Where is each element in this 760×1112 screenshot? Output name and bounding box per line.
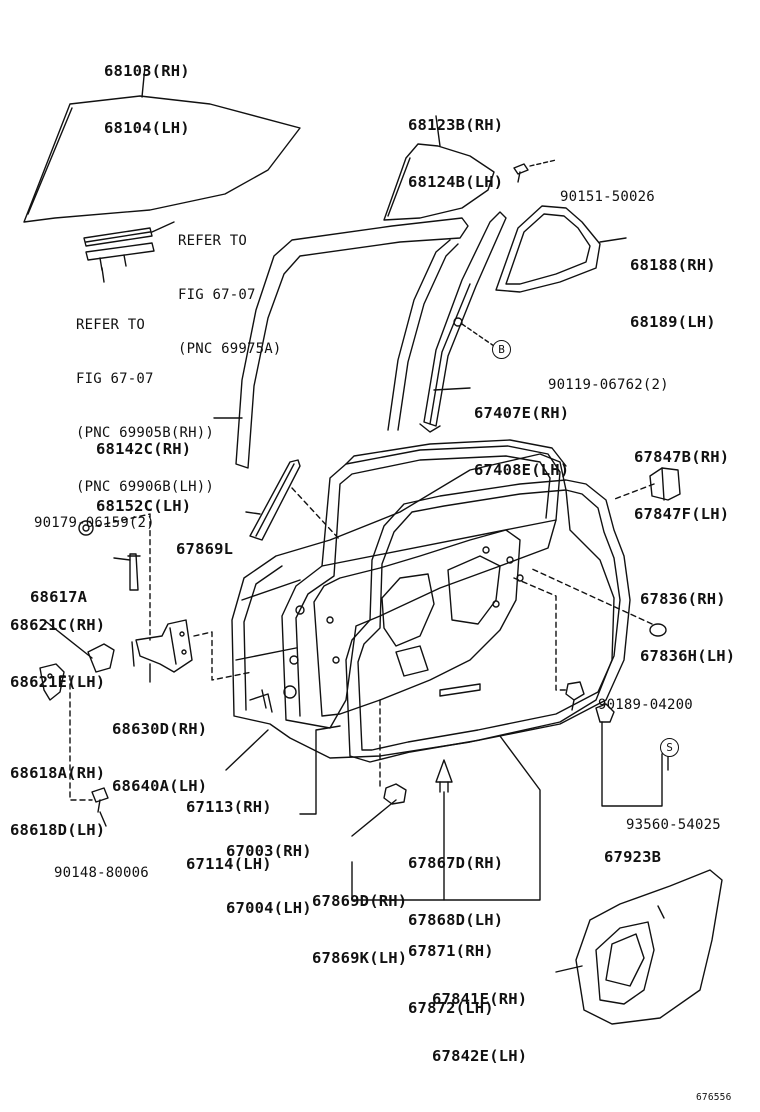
- service-hole-cover-part: [575, 869, 723, 1025]
- leader-division-bar: [433, 387, 471, 391]
- door-beam: [321, 519, 557, 567]
- bolt-marker-b: B: [492, 340, 511, 359]
- quarter-glass: [383, 143, 495, 221]
- inner-panel: [283, 529, 524, 717]
- leader-67923b: [601, 721, 663, 807]
- label-screw-90189: 90189-04200: [598, 697, 693, 713]
- leader-bumper: [611, 483, 655, 501]
- label-weatherstrip-inner: 67113(RH) 67114(LH): [186, 798, 272, 873]
- leader-90189: [513, 577, 569, 691]
- clip-67867d-part: [435, 759, 453, 793]
- division-bar: [419, 211, 507, 433]
- label-run-channel: 68142C(RH) 68152C(LH): [96, 440, 192, 515]
- label-seal-s: 93560-54025: [626, 817, 721, 833]
- leader-67869d: [351, 799, 397, 837]
- label-67867d: 67867D(RH) 67868D(LH): [408, 854, 504, 929]
- leader-refer-a: [151, 221, 175, 233]
- label-cover: 68621C(RH) 68621E(LH): [10, 616, 106, 691]
- bolt-bottom-part: [91, 787, 109, 813]
- figure-id: 676556: [696, 1092, 732, 1103]
- leader-strip-dash: [291, 487, 341, 541]
- label-quarter-glass: 68123B(RH) 68124B(LH): [408, 116, 504, 191]
- plug-67869d-part: [383, 783, 407, 805]
- leader-bracket: [59, 675, 93, 801]
- screw-90189-part: [565, 681, 585, 711]
- label-bracket: 68618A(RH) 68618D(LH): [10, 764, 106, 839]
- cover-part: [87, 643, 115, 673]
- door-weatherstrip: [345, 479, 631, 763]
- leader-hinge-door: [193, 631, 253, 681]
- pin-part: [127, 553, 141, 591]
- leader-67871: [351, 735, 541, 901]
- leader-pin: [113, 557, 131, 561]
- door-glass: [23, 95, 301, 223]
- label-refer-b: REFER TO FIG 67-07 (PNC 69905B(RH)) (PNC…: [76, 317, 215, 495]
- label-quarter-weatherstrip: 68188(RH) 68189(LH): [630, 256, 716, 331]
- label-refer-a: REFER TO FIG 67-07 (PNC 69975A): [178, 233, 282, 357]
- label-67869l: 67869L: [176, 540, 234, 558]
- label-hole-plug: 67836(RH) 67836H(LH): [640, 590, 736, 665]
- leader-cover: [43, 619, 93, 659]
- leader-quarter-ws: [599, 237, 627, 243]
- hole-plug-part: [649, 623, 667, 637]
- label-bumper: 67847B(RH) 67847F(LH): [634, 448, 730, 523]
- label-service-hole-cover: 67841E(RH) 67842E(LH): [432, 990, 528, 1065]
- label-glass: 68103(RH) 68104(LH): [104, 62, 190, 137]
- leader-refer-b: [101, 267, 105, 283]
- glass-channel-lower: [85, 242, 155, 271]
- leader-67113: [225, 729, 269, 771]
- label-67923b: 67923B: [604, 848, 662, 866]
- leader-quarter-glass: [435, 115, 441, 147]
- label-pin: 68617A: [30, 588, 88, 606]
- label-hinge: 68630D(RH) 68640A(LH): [112, 720, 208, 795]
- seal-marker-s: S: [660, 738, 679, 757]
- run-channel: [235, 217, 469, 469]
- leader-nut: [95, 513, 151, 641]
- label-screw-top: 90151-50026: [560, 189, 655, 205]
- label-67869d: 67869D(RH) 67869K(LH): [312, 892, 408, 967]
- label-division-bar: 67407E(RH) 67408E(LH): [474, 404, 570, 479]
- label-bolt-bottom: 90148-80006: [54, 865, 149, 881]
- leader-67003: [299, 725, 341, 815]
- bumper-part: [649, 467, 681, 501]
- clip-67923b-part: [595, 703, 615, 723]
- label-door-panel: 67003(RH) 67004(LH): [226, 842, 312, 917]
- bracket-part: [39, 663, 65, 701]
- nut-part: [78, 520, 94, 536]
- leader-service-cover: [555, 965, 583, 973]
- leader-screw-top: [529, 159, 557, 167]
- label-weatherstrip: 67871(RH) 67872(LH): [408, 942, 494, 1017]
- leader-bolt-bottom: [99, 811, 107, 827]
- quarter-weatherstrip: [495, 205, 601, 293]
- strip-67869l: [249, 459, 301, 541]
- bolt-b-part: [453, 317, 495, 347]
- hinge-part: [131, 619, 193, 673]
- leader-hole-plug: [529, 567, 653, 625]
- glass-channel-upper: [83, 227, 153, 247]
- label-bolt-b: 90119-06762(2): [548, 377, 669, 393]
- label-nut: 90179-06159(2): [34, 515, 155, 531]
- leader-glass: [141, 65, 146, 98]
- leader-67869l: [245, 511, 261, 515]
- screw-90151: [513, 163, 529, 183]
